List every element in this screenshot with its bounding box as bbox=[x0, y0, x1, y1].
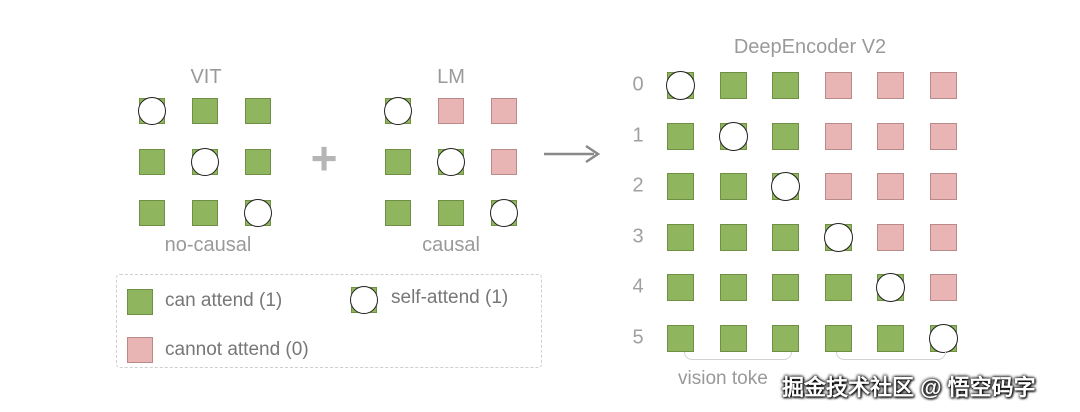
vit-cell-1-0 bbox=[139, 149, 165, 175]
vit-cell-2-0 bbox=[139, 200, 165, 226]
vit-cell-2-1 bbox=[192, 200, 218, 226]
watermark: 掘金技术社区 @ 悟空码字 bbox=[782, 375, 1036, 400]
circle-icon bbox=[350, 286, 378, 314]
deepencoder-cell-3-2 bbox=[772, 223, 799, 251]
circle-icon bbox=[384, 97, 412, 125]
circle-icon bbox=[771, 172, 800, 201]
deepencoder-cell-5-1 bbox=[719, 324, 747, 352]
deepencoder-cell-4-3 bbox=[824, 274, 852, 301]
lm-cell-0-1 bbox=[438, 98, 464, 124]
circle-icon bbox=[244, 199, 272, 227]
lm-caption: causal bbox=[422, 234, 480, 256]
deepencoder-cell-2-3 bbox=[824, 173, 852, 200]
vit-cell-0-1 bbox=[192, 98, 218, 124]
circle-icon bbox=[823, 222, 853, 252]
deepencoder-cell-1-5 bbox=[929, 122, 957, 150]
circle-icon bbox=[666, 71, 695, 100]
row-label-0: 0 bbox=[632, 73, 644, 96]
right-arrow-icon bbox=[544, 144, 601, 164]
deepencoder-cell-0-4 bbox=[877, 72, 904, 99]
deepencoder-cell-0-1 bbox=[719, 72, 747, 99]
legend-can-attend-label: can attend (1) bbox=[165, 290, 283, 311]
legend-can-attend-swatch bbox=[127, 289, 153, 315]
deepencoder-cell-5-3 bbox=[824, 324, 852, 352]
row-label-4: 4 bbox=[632, 275, 644, 298]
circle-icon bbox=[437, 148, 465, 176]
deepencoder-cell-5-4 bbox=[877, 324, 904, 352]
vit-cell-1-2 bbox=[245, 149, 271, 175]
circle-icon bbox=[928, 323, 958, 353]
query-tokens-brace bbox=[836, 352, 946, 360]
deepencoder-cell-5-5 bbox=[928, 323, 958, 353]
deepencoder-cell-0-3 bbox=[824, 72, 852, 99]
deepencoder-cell-1-4 bbox=[877, 122, 904, 150]
circle-icon bbox=[876, 273, 905, 302]
lm-cell-0-2 bbox=[491, 98, 517, 124]
plus-icon: + bbox=[310, 132, 338, 184]
vit-cell-0-2 bbox=[245, 98, 271, 124]
vit-cell-1-1 bbox=[191, 148, 219, 176]
circle-icon bbox=[490, 199, 518, 227]
deepencoder-cell-2-5 bbox=[929, 173, 957, 200]
vit-cell-0-0 bbox=[138, 97, 166, 125]
deepencoder-cell-3-3 bbox=[823, 222, 853, 252]
deepencoder-cell-0-2 bbox=[772, 72, 799, 99]
row-label-3: 3 bbox=[632, 225, 644, 247]
legend-cannot-attend-label: cannot attend (0) bbox=[165, 339, 309, 360]
lm-cell-1-1 bbox=[437, 148, 465, 176]
vision-tokens-brace bbox=[684, 352, 792, 360]
lm-cell-2-2 bbox=[490, 199, 518, 227]
row-label-5: 5 bbox=[632, 326, 644, 348]
deepencoder-cell-5-2 bbox=[772, 324, 799, 352]
legend-self-attend-label: self-attend (1) bbox=[391, 287, 509, 308]
lm-cell-2-0 bbox=[385, 200, 411, 226]
deepencoder-cell-4-4 bbox=[876, 273, 905, 302]
lm-cell-1-0 bbox=[385, 149, 411, 175]
vision-tokens-label: vision toke bbox=[678, 368, 768, 389]
deepencoder-cell-3-4 bbox=[877, 223, 904, 251]
legend-cannot-attend-swatch bbox=[127, 337, 153, 363]
circle-icon bbox=[718, 121, 748, 151]
deepencoder-cell-3-5 bbox=[929, 223, 957, 251]
legend: can attend (1) self-attend (1) cannot at… bbox=[116, 274, 542, 368]
deepencoder-cell-3-0 bbox=[667, 223, 694, 251]
deepencoder-cell-4-1 bbox=[719, 274, 747, 301]
lm-cell-2-1 bbox=[438, 200, 464, 226]
row-label-2: 2 bbox=[632, 174, 644, 197]
circle-icon bbox=[191, 148, 219, 176]
deepencoder-cell-0-5 bbox=[929, 72, 957, 99]
deepencoder-cell-4-2 bbox=[772, 274, 799, 301]
deepencoder-cell-1-2 bbox=[772, 122, 799, 150]
circle-icon bbox=[138, 97, 166, 125]
lm-cell-1-2 bbox=[491, 149, 517, 175]
deepencoder-cell-2-2 bbox=[771, 172, 800, 201]
deepencoder-title: DeepEncoder V2 bbox=[733, 36, 887, 58]
deepencoder-cell-2-4 bbox=[877, 173, 904, 200]
deepencoder-cell-1-1 bbox=[718, 121, 748, 151]
lm-cell-0-0 bbox=[384, 97, 412, 125]
deepencoder-cell-1-3 bbox=[824, 122, 852, 150]
deepencoder-cell-1-0 bbox=[667, 122, 694, 150]
row-label-1: 1 bbox=[632, 124, 644, 146]
deepencoder-cell-3-1 bbox=[719, 223, 747, 251]
deepencoder-cell-4-0 bbox=[667, 274, 694, 301]
deepencoder-cell-4-5 bbox=[929, 274, 957, 301]
vit-title: VIT bbox=[190, 66, 222, 88]
deepencoder-cell-0-0 bbox=[666, 71, 695, 100]
legend-self-attend-swatch bbox=[350, 286, 378, 314]
deepencoder-cell-5-0 bbox=[667, 324, 694, 352]
vit-caption: no-causal bbox=[164, 234, 252, 256]
vit-cell-2-2 bbox=[244, 199, 272, 227]
deepencoder-cell-2-1 bbox=[719, 173, 747, 200]
lm-title: LM bbox=[437, 66, 465, 88]
deepencoder-cell-2-0 bbox=[667, 173, 694, 200]
